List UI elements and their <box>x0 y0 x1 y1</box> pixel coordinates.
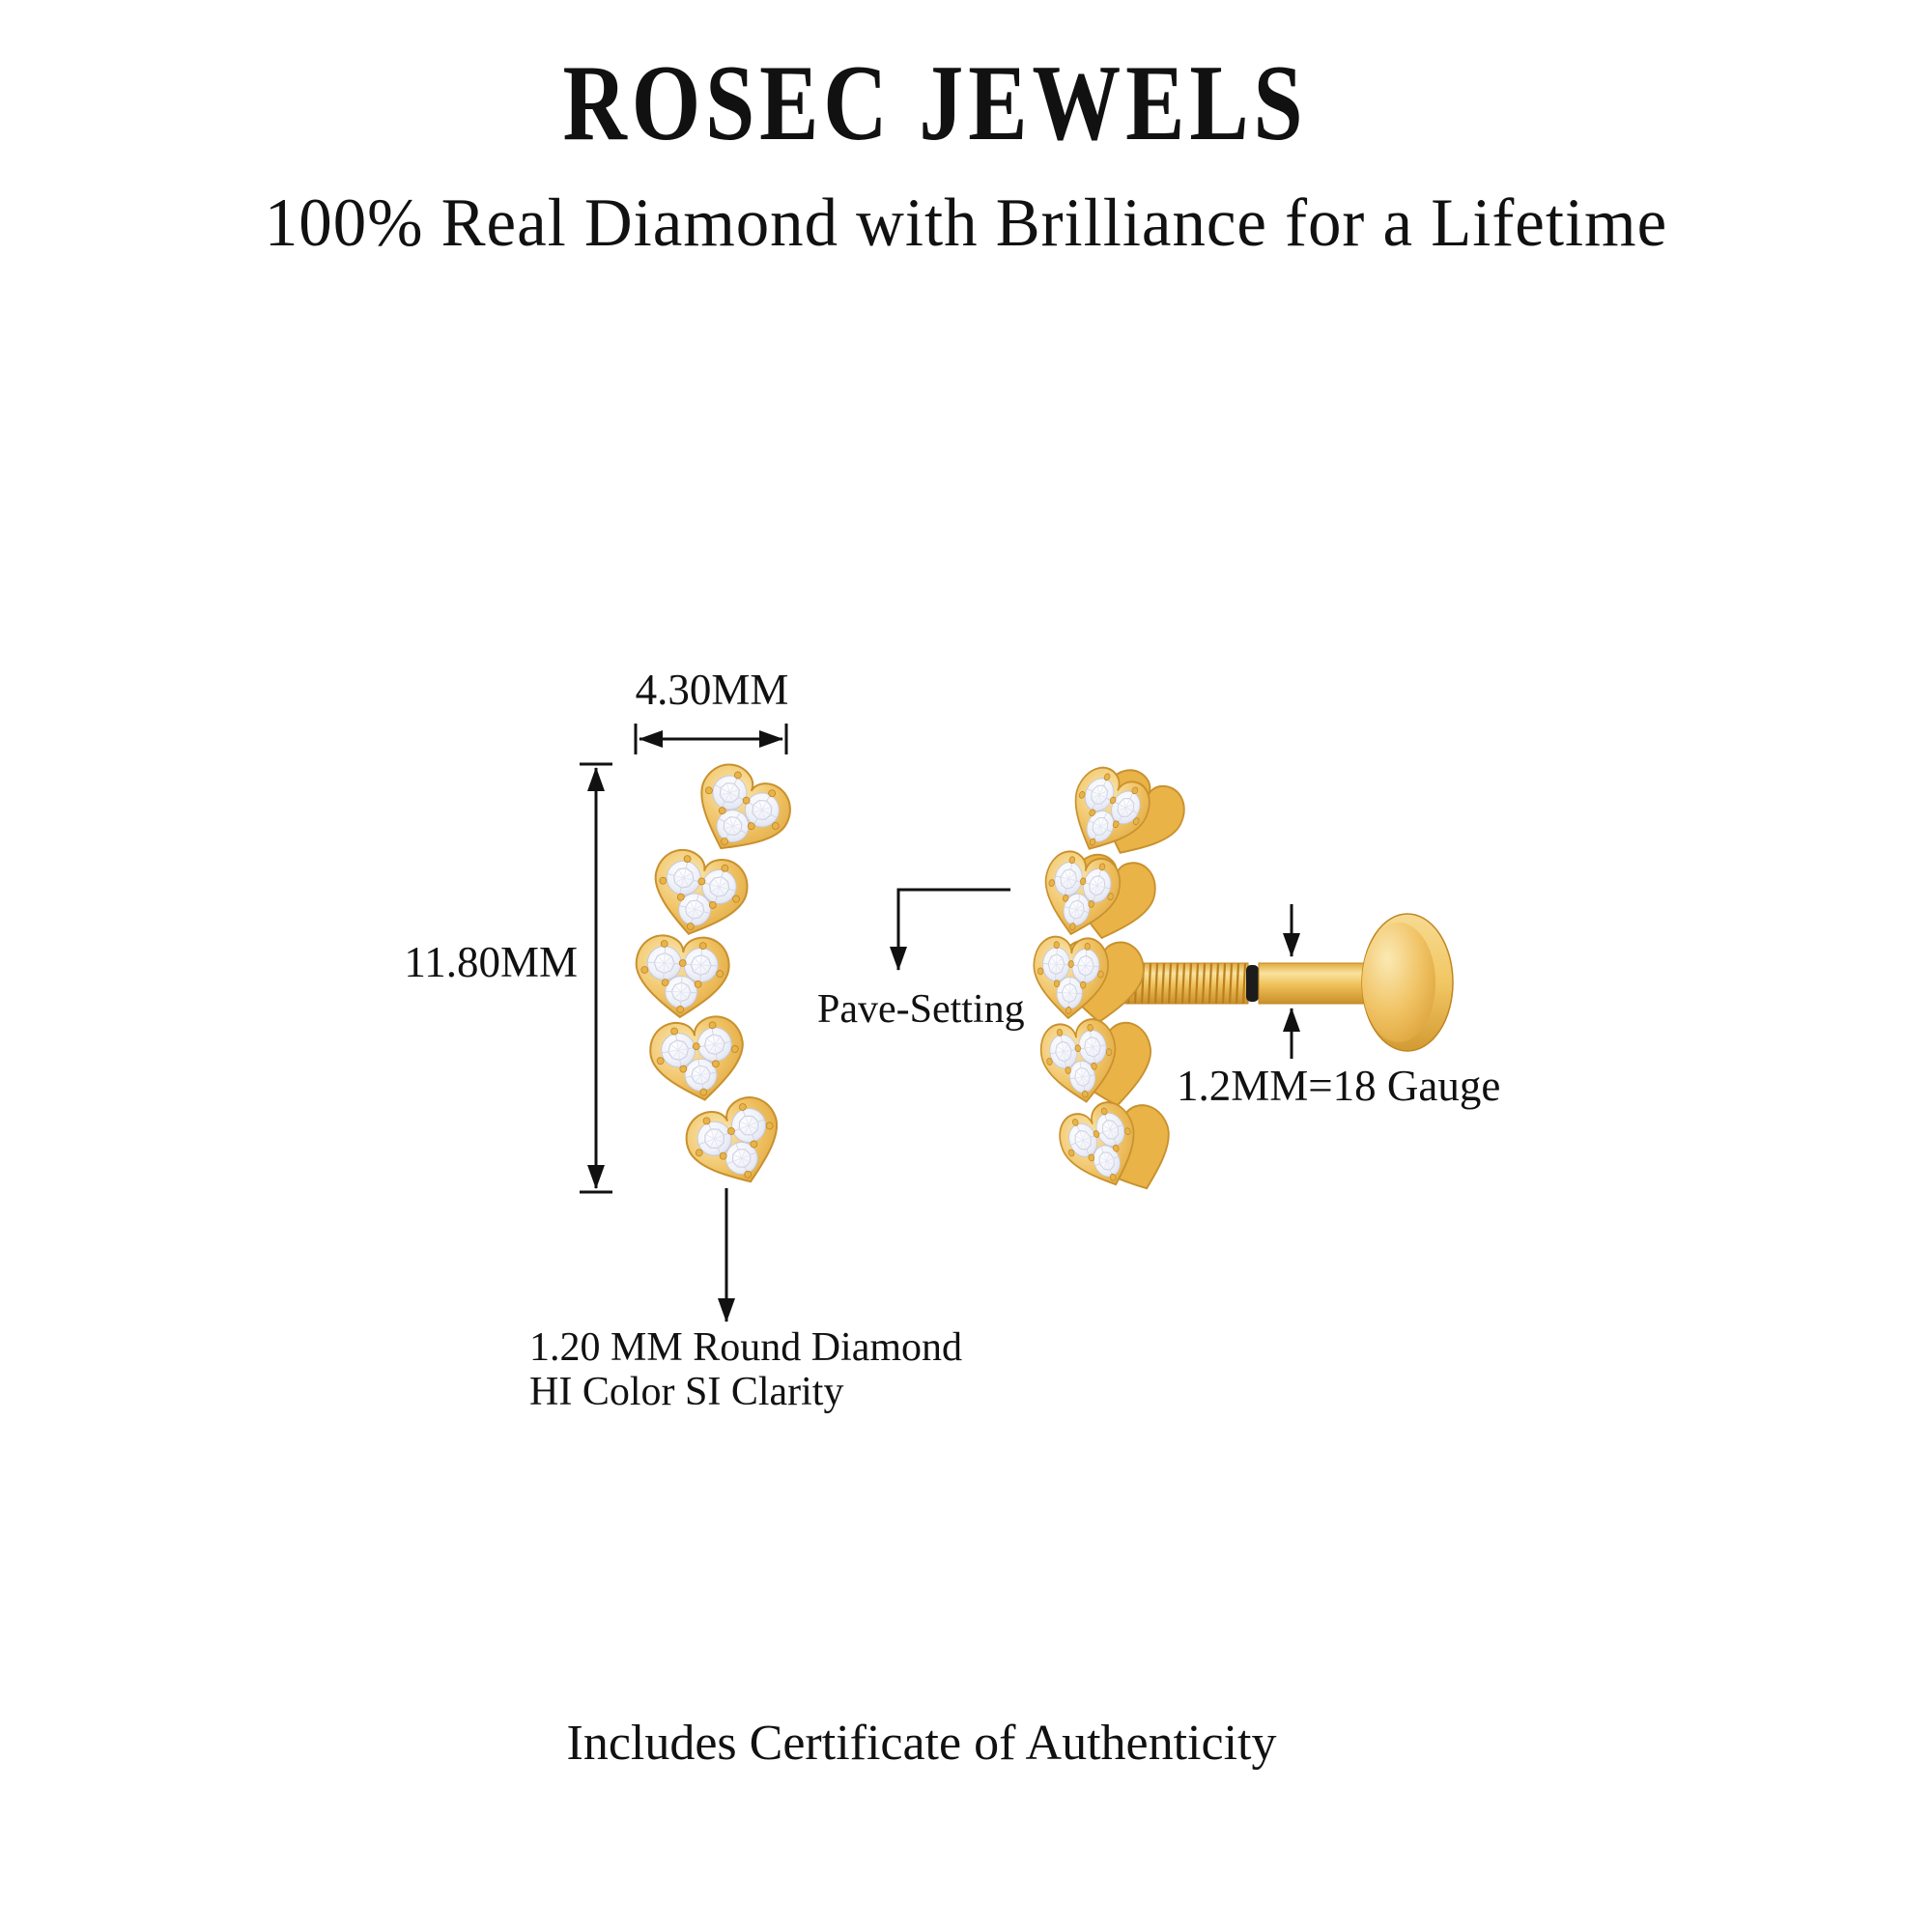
dimension-lines <box>580 724 1300 1322</box>
thread-ridges <box>1125 963 1248 1004</box>
heart-cluster <box>634 934 730 1019</box>
heart-cluster <box>646 1012 751 1107</box>
height-dimension-line <box>580 762 612 1194</box>
screw-post <box>1124 913 1454 1052</box>
left-earring-front-view <box>634 755 800 1199</box>
stone-note-line1: 1.20 MM Round Diamond <box>529 1325 963 1370</box>
heart-cluster <box>680 755 800 870</box>
right-earring-side-view <box>1031 760 1454 1205</box>
width-dimension-line <box>634 724 788 754</box>
height-dimension-label: 11.80MM <box>404 938 578 986</box>
brand-tagline: 100% Real Diamond with Brilliance for a … <box>264 185 1668 261</box>
brand-title: ROSEC JEWELS <box>562 43 1308 163</box>
stone-note: 1.20 MM Round Diamond HI Color SI Clarit… <box>529 1325 962 1414</box>
gauge-label: 1.2MM=18 Gauge <box>1177 1062 1501 1110</box>
o-ring <box>1246 965 1259 1002</box>
certificate-note: Includes Certificate of Authenticity <box>566 1716 1277 1771</box>
pave-setting-label: Pave-Setting <box>817 987 1025 1032</box>
pave-setting-callout <box>890 888 1010 971</box>
stone-note-line2: HI Color SI Clarity <box>529 1370 844 1414</box>
width-dimension-label: 4.30MM <box>635 666 789 714</box>
labret-disc-face <box>1362 923 1435 1042</box>
heart-cluster <box>678 1090 794 1198</box>
heart-cluster <box>643 844 753 945</box>
post-bar <box>1258 962 1368 1005</box>
